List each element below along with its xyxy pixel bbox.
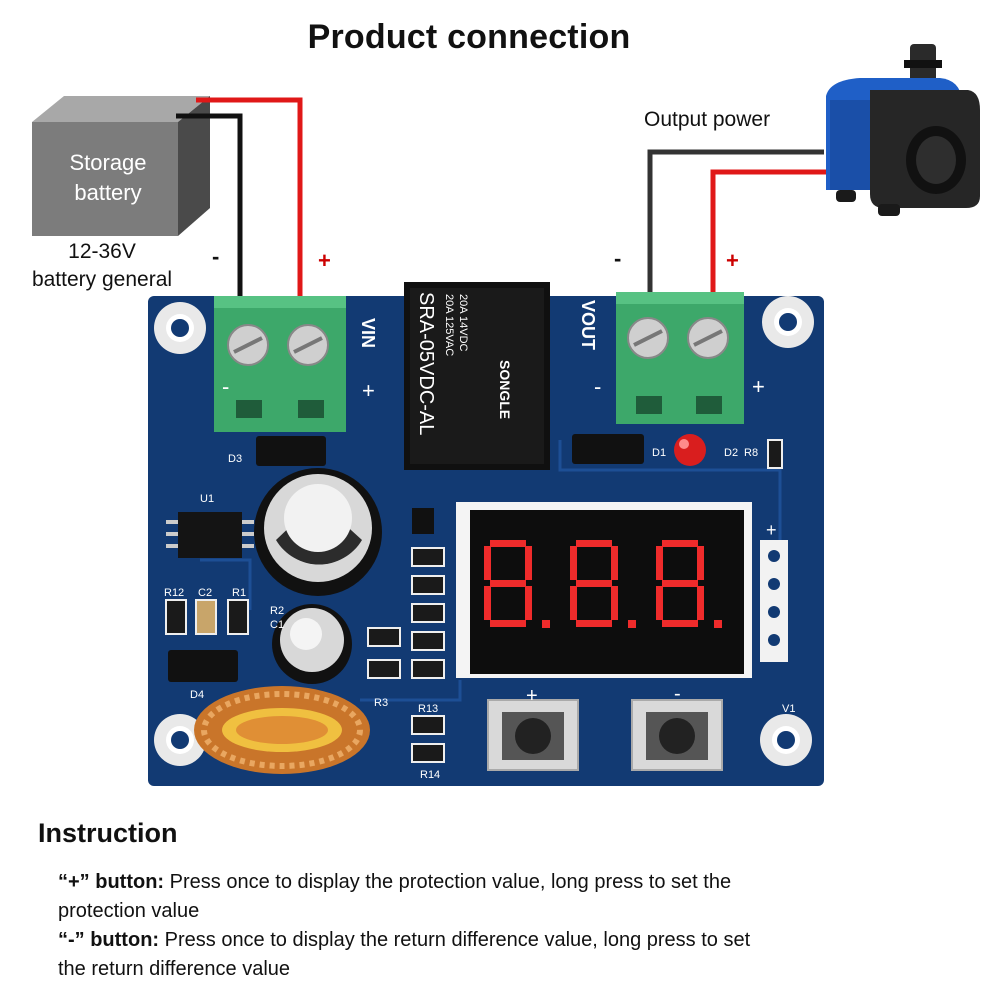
vin-label: VIN bbox=[358, 318, 378, 348]
button-plus-mark: + bbox=[526, 685, 538, 707]
ref-r12: R12 bbox=[164, 587, 184, 599]
minus-button-text2: the return difference value bbox=[58, 958, 291, 980]
pcb-board bbox=[148, 282, 824, 786]
storage-battery-icon bbox=[32, 96, 210, 236]
relay-rating: 20A 125VAC bbox=[443, 294, 455, 356]
output-power-caption: Output power bbox=[644, 108, 771, 131]
minus-button-instruction: “-” button: Press once to display the re… bbox=[58, 926, 958, 984]
plus-button-label: “+” button: bbox=[58, 871, 165, 893]
positive-input-wire bbox=[196, 97, 303, 298]
ref-r8: R8 bbox=[744, 447, 758, 459]
ref-r2: R2 bbox=[270, 605, 284, 617]
mount-hole bbox=[762, 296, 814, 348]
ref-d3: D3 bbox=[228, 453, 242, 465]
battery-label-line1: Storage bbox=[69, 150, 147, 175]
vout-plus-sign: + bbox=[752, 374, 765, 399]
led-indicator bbox=[674, 434, 706, 466]
ref-r14: R14 bbox=[420, 769, 440, 781]
button-minus-mark: - bbox=[674, 683, 681, 705]
inductor-coil bbox=[194, 686, 370, 774]
input-plus-sign: + bbox=[318, 248, 331, 273]
relay bbox=[404, 282, 550, 470]
battery-caption: 12-36V battery general bbox=[12, 238, 192, 294]
minus-button-label: “-” button: bbox=[58, 929, 160, 951]
mount-hole bbox=[760, 714, 812, 766]
water-pump-icon bbox=[826, 44, 980, 216]
display-digit bbox=[570, 540, 636, 628]
plus-button-text: Press once to display the protection val… bbox=[164, 871, 732, 893]
display-digit bbox=[656, 540, 722, 628]
pin-header bbox=[760, 540, 788, 662]
minus-button[interactable] bbox=[631, 699, 723, 771]
ref-r3: R3 bbox=[374, 697, 388, 709]
ref-d4: D4 bbox=[190, 689, 204, 701]
ref-d2: D2 bbox=[724, 447, 738, 459]
plus-button-instruction: “+” button: Press once to display the pr… bbox=[58, 868, 958, 926]
seven-segment-display bbox=[456, 502, 752, 678]
plus-button-text2: protection value bbox=[58, 900, 200, 922]
capacitor-small bbox=[272, 604, 352, 684]
smd-components bbox=[165, 439, 783, 763]
ref-c1: C1 bbox=[270, 619, 284, 631]
diode-d4 bbox=[168, 650, 238, 682]
ref-v1: V1 bbox=[782, 703, 795, 715]
ref-u1: U1 bbox=[200, 493, 214, 505]
plus-button[interactable] bbox=[487, 699, 579, 771]
mount-hole bbox=[154, 302, 206, 354]
instruction-heading: Instruction bbox=[38, 818, 178, 848]
vout-minus-sign: - bbox=[594, 374, 601, 399]
ref-r1: R1 bbox=[232, 587, 246, 599]
capacitor-large bbox=[254, 468, 382, 596]
battery-note: battery general bbox=[31, 268, 173, 291]
vout-label: VOUT bbox=[578, 300, 598, 350]
storage-battery-label: Storage battery bbox=[58, 148, 158, 208]
ref-d1: D1 bbox=[652, 447, 666, 459]
page-title: Product connection bbox=[307, 18, 631, 56]
negative-input-wire bbox=[176, 113, 243, 298]
output-plus-sign: + bbox=[726, 248, 739, 273]
diode-d3 bbox=[256, 436, 326, 466]
header-plus-mark: + bbox=[766, 520, 777, 540]
positive-output-wire bbox=[710, 169, 826, 298]
output-terminal-block bbox=[616, 292, 744, 424]
ref-r13: R13 bbox=[418, 703, 438, 715]
u1-chip bbox=[166, 512, 254, 558]
connection-diagram: VIN VOUT SRA-05VDC-AL 20A 14VDC 20A 125V… bbox=[32, 44, 980, 786]
negative-output-wire bbox=[647, 149, 824, 298]
input-terminal-block bbox=[214, 296, 346, 432]
battery-voltage: 12-36V bbox=[68, 240, 136, 263]
relay-model: SRA-05VDC-AL bbox=[415, 292, 437, 435]
minus-button-text: Press once to display the return differe… bbox=[159, 929, 751, 951]
vin-minus-sign: - bbox=[222, 374, 229, 399]
battery-label-line2: battery bbox=[74, 180, 142, 205]
output-minus-sign: - bbox=[614, 246, 622, 271]
relay-brand: SONGLE bbox=[497, 360, 513, 419]
input-minus-sign: - bbox=[212, 244, 220, 269]
relay-rating: 20A 14VDC bbox=[457, 294, 469, 352]
diode-d1 bbox=[572, 434, 644, 464]
vin-plus-sign: + bbox=[362, 378, 375, 403]
display-digit bbox=[484, 540, 550, 628]
display-digits bbox=[484, 540, 722, 628]
ref-c2: C2 bbox=[198, 587, 212, 599]
mount-hole bbox=[154, 714, 206, 766]
